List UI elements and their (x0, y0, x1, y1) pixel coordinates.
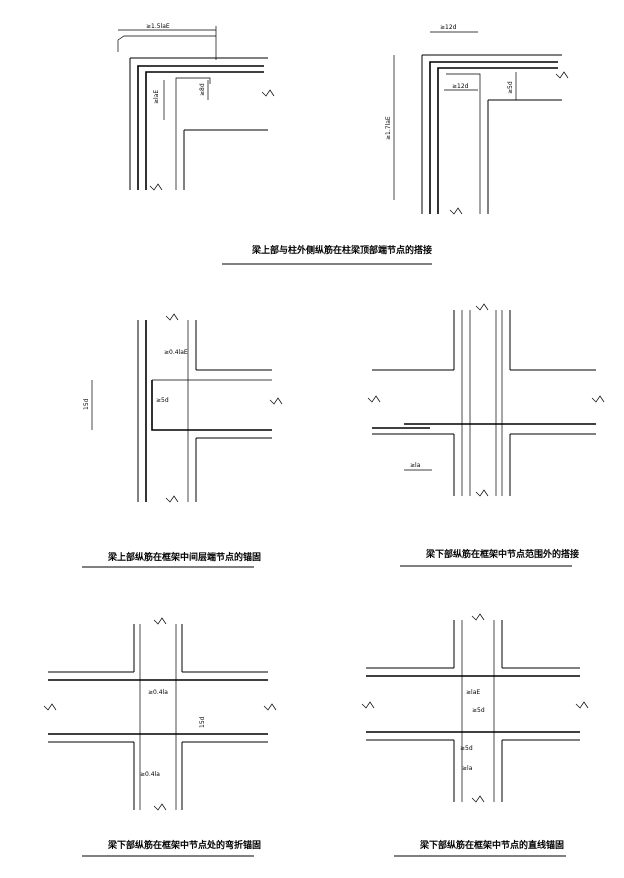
detail-2-end-node: 15d ≥0.4laE ≥5d (83, 313, 283, 503)
caption-1: 梁上部与柱外侧纵筋在柱梁顶部端节点的搭接 (251, 244, 432, 256)
detail-4-bent-anchor: ≥0.4la 15d ≥0.4la (43, 617, 277, 811)
caption-4: 梁下部纵筋在框架中节点处的弯折锚固 (107, 839, 261, 851)
d2-inner-dim: ≥5d (156, 397, 169, 404)
caption-3: 梁下部纵筋在框架中节点范围外的搭接 (425, 548, 579, 560)
d1-hook-dim: ≥8d (199, 83, 206, 96)
detail-3-lap-outside: ≥la (367, 303, 605, 497)
d2-anchor-dim: ≥0.4laE (164, 349, 188, 356)
d2-left-dim: 15d (83, 398, 90, 410)
d1b-inner-dim: ≥12d (452, 83, 469, 90)
d4-top-dim: ≥0.4la (148, 689, 168, 696)
caption-5: 梁下部纵筋在框架中节点的直线锚固 (419, 839, 564, 851)
detail-5-straight-anchor: ≥laE ≥5d ≥5d ≥la (361, 613, 589, 803)
detail-1-corner-joint: ≥1.5laE ≥laE ≥8d (117, 23, 275, 191)
d1b-top-dim: ≥12d (440, 24, 457, 31)
d5-low-dim: ≥5d (460, 745, 473, 752)
caption-2: 梁上部纵筋在框架中间层端节点的锚固 (107, 551, 261, 563)
d1-col-dim: ≥laE (153, 90, 160, 104)
d1-top-dim: ≥1.5laE (146, 23, 170, 30)
d1b-left-dim: ≥1.7laE (385, 116, 392, 140)
d5-mid-dim: ≥5d (472, 707, 485, 714)
d5-bottom-dim: ≥la (462, 765, 473, 772)
detail-1b-corner-joint: ≥12d ≥12d ≥5d ≥1.7laE (385, 24, 569, 215)
d3-lap-dim: ≥la (410, 462, 421, 469)
d4-bottom-dim: ≥0.4la (140, 771, 160, 778)
d5-top-dim: ≥laE (466, 689, 480, 696)
d4-right-dim: 15d (199, 716, 206, 728)
d1b-right-dim: ≥5d (507, 81, 514, 94)
